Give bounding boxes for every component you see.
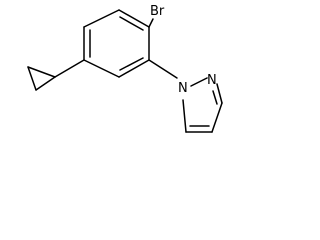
chemical-structure-canvas: Br N N [0, 0, 252, 142]
benzene-double-bond-inner-1 [119, 16, 144, 31]
carbon-nitrogen-bond [148, 59, 178, 79]
pyrazole-nitrogen-2-label: N [207, 73, 217, 88]
chemical-structure-drawing: Br N N [27, 4, 223, 133]
benzene-double-bond-inner-2 [119, 57, 144, 71]
pyrazole-bond-n1-n2 [190, 77, 208, 87]
bromine-label: Br [150, 4, 165, 19]
pyrazole-bond-c3-c4 [211, 102, 223, 133]
cyclopropyl-bond-1 [35, 76, 56, 91]
carbon-bromine-bond [148, 18, 154, 28]
benzene-bond-4 [83, 59, 120, 78]
pyrazole-bond-c5-n1 [182, 99, 187, 133]
benzene-bond-1 [118, 9, 150, 28]
cyclopropyl-bond-2 [27, 66, 37, 91]
benzene-bond-6 [83, 9, 120, 28]
pyrazole-double-bond-inner-1 [212, 90, 218, 105]
pyrazole-bond-n2-c3 [216, 83, 223, 104]
benzene-bond-3 [118, 59, 150, 78]
pyrazole-nitrogen-1-label: N [178, 81, 188, 96]
cyclopropyl-attachment-bond [54, 59, 85, 78]
cyclopropyl-bond-3 [27, 66, 56, 78]
